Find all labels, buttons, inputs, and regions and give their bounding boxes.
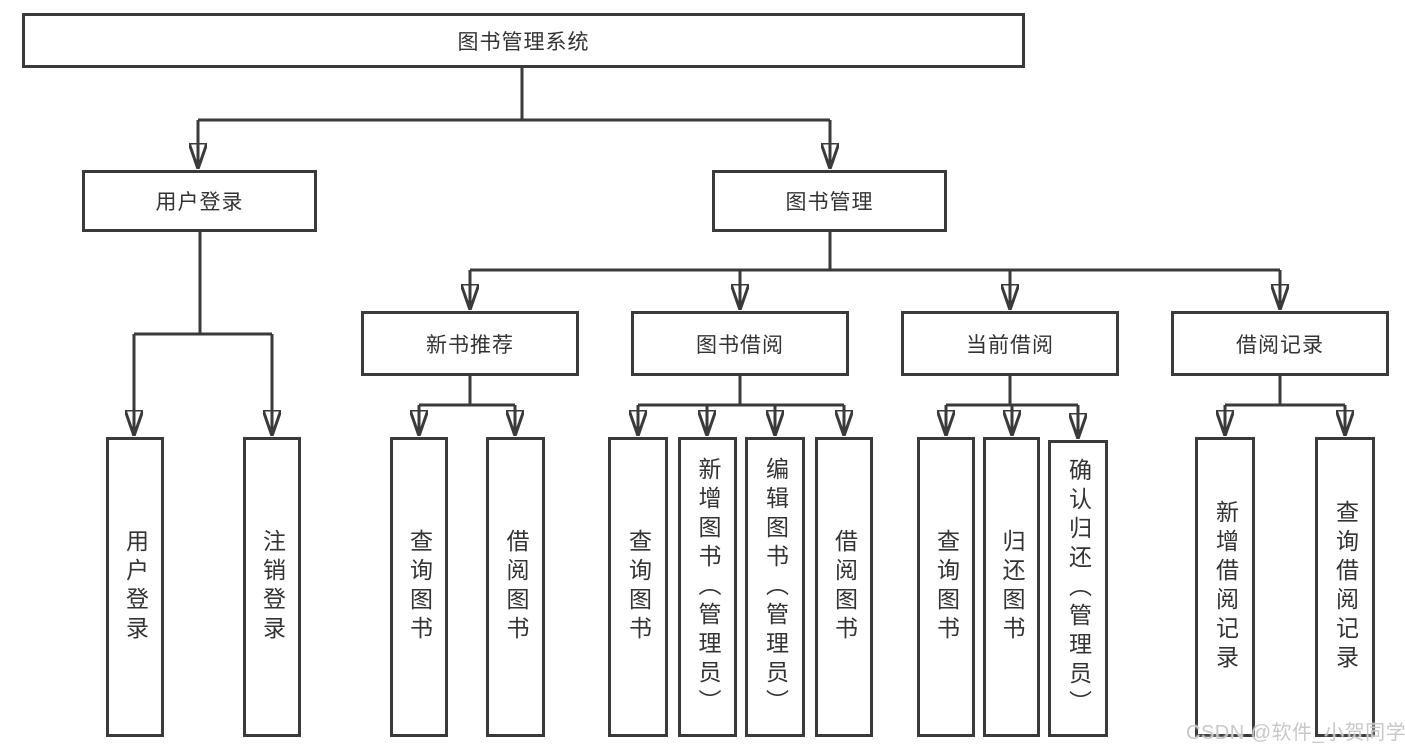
leaf-borrow-books-borrowing: 借阅图书 — [815, 437, 873, 737]
node-user-login: 用户登录 — [82, 170, 317, 232]
node-book-borrowing: 图书借阅 — [631, 311, 849, 376]
leaf-query-books-borrowing: 查询图书 — [608, 437, 668, 737]
node-book-management: 图书管理 — [712, 170, 947, 232]
leaf-user-login: 用户登录 — [106, 437, 164, 737]
node-current-borrowing: 当前借阅 — [901, 311, 1119, 376]
leaf-add-borrow-record: 新增借阅记录 — [1195, 437, 1255, 737]
node-new-book-recommendation: 新书推荐 — [361, 311, 579, 376]
node-borrowing-records: 借阅记录 — [1171, 311, 1389, 376]
leaf-return-book: 归还图书 — [983, 437, 1040, 737]
leaf-query-books-recommend: 查询图书 — [390, 437, 448, 737]
leaf-query-borrow-record: 查询借阅记录 — [1315, 437, 1375, 737]
connector-group-book-borrowing — [638, 376, 844, 435]
connector-group-borrowing-records — [1225, 376, 1345, 435]
leaf-confirm-return-admin: 确认归还（管理员） — [1048, 440, 1108, 737]
watermark: CSDN @软件_小贺同学 — [1186, 722, 1405, 744]
connector-group-root — [198, 66, 830, 168]
leaf-borrow-books-recommend: 借阅图书 — [486, 437, 545, 737]
connector-group-book-management — [470, 232, 1280, 309]
connector-group-user-login — [134, 232, 272, 435]
connector-group-current-borrowing — [946, 376, 1078, 438]
node-library-management-system: 图书管理系统 — [22, 13, 1025, 68]
leaf-edit-book-admin: 编辑图书（管理员） — [745, 437, 805, 737]
leaf-add-book-admin: 新增图书（管理员） — [678, 437, 737, 737]
leaf-logout: 注销登录 — [243, 437, 301, 737]
leaf-query-books-current: 查询图书 — [917, 437, 975, 737]
connector-group-new-book-recommendation — [419, 376, 515, 435]
